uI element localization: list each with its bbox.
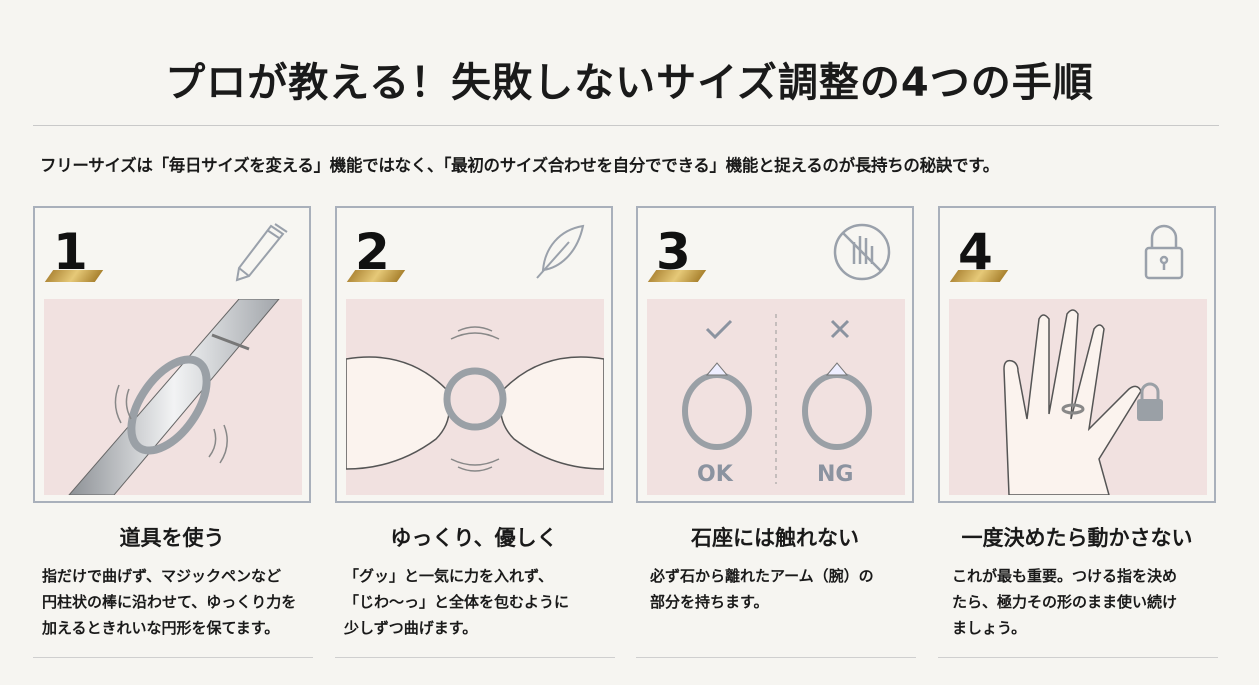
step-panel-2: 2 [335,206,613,503]
feather-icon [536,224,585,279]
step-description: 必ず石から離れたアーム（腕）の部分を持ちます。 [650,567,874,611]
divider [335,657,615,658]
step-number: 2 [355,223,390,281]
page-title: プロが教える！失敗しないサイズ調整の4つの手順 [165,60,1094,106]
step-description: 「グッ」と一気に力を入れず、「じわ〜っ」と全体を包むように少しずつ曲げます。 [344,567,570,637]
step-description: これが最も重要。つける指を決めたら、極力その形のまま使い続けましょう。 [952,567,1178,637]
step-heading: 石座には触れない [691,526,859,550]
step-panel-3: 3 OK NG [636,206,914,503]
step-heading: 一度決めたら動かさない [961,526,1193,550]
step-number: 4 [958,223,993,281]
divider [33,125,1219,126]
lock-icon [1144,224,1184,280]
pen-icon [235,223,288,282]
divider [938,657,1218,658]
divider [33,657,313,658]
divider [636,657,916,658]
step-heading: 道具を使う [119,526,225,550]
step-panel-4: 4 [938,206,1216,503]
ok-label: OK [697,462,734,487]
step-panel-1: 1 [33,206,311,503]
intro-text: フリーサイズは「毎日サイズを変える」機能ではなく、「最初のサイズ合わせを自分でで… [40,156,999,175]
step-number: 3 [656,223,691,281]
step-heading: ゆっくり、優しく [390,526,558,550]
illustration-hands-bending-ring [346,299,604,495]
no-hand-icon [833,223,891,281]
illustration-ring-on-pen [44,299,302,495]
ng-label: NG [817,462,853,487]
step-description: 指だけで曲げず、マジックペンなど円柱状の棒に沿わせて、ゆっくり力を加えるときれい… [42,567,297,637]
illustration-ok-ng: OK NG [647,299,905,495]
step-number: 1 [53,223,88,281]
illustration-hand-with-ring [949,299,1207,495]
